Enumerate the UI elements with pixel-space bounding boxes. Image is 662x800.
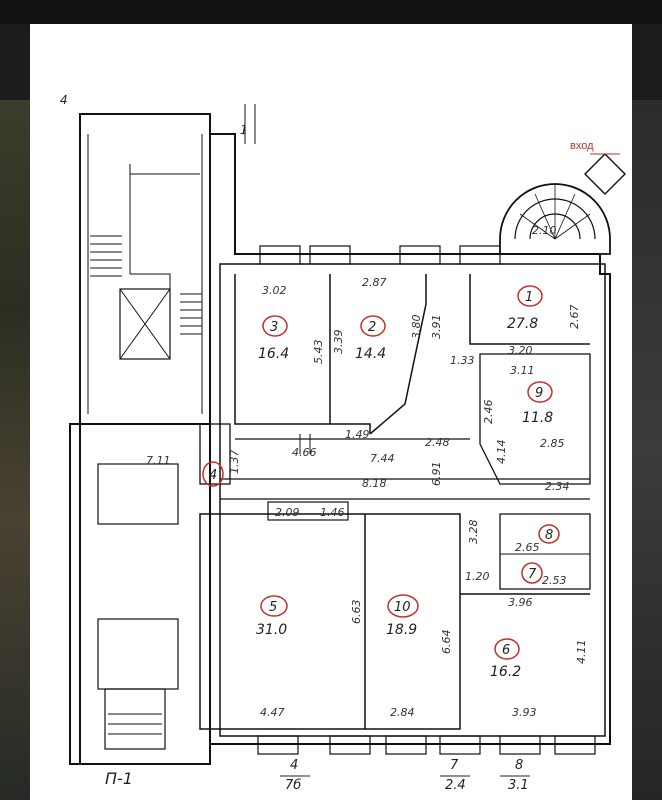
dim-1-46: 1.46 bbox=[320, 506, 345, 519]
dim-2-84: 2.84 bbox=[390, 706, 415, 719]
room-6-circle bbox=[494, 638, 520, 660]
room-3-circle bbox=[262, 315, 288, 337]
dim-7-44: 7.44 bbox=[370, 452, 395, 465]
dim-3-80: 3.80 bbox=[410, 315, 423, 340]
room-1-number: 1 bbox=[525, 290, 533, 305]
dim-5-43: 5.43 bbox=[312, 340, 325, 365]
dim-1-20: 1.20 bbox=[465, 570, 490, 583]
floor-plan-sheet: вход 1 2 3 4 5 6 7 8 9 10 27.8 14.4 16.4… bbox=[30, 24, 632, 800]
dim-3-28: 3.28 bbox=[467, 520, 480, 545]
room-9-area: 11.8 bbox=[522, 410, 553, 426]
dim-6-64: 6.64 bbox=[440, 630, 453, 655]
room-10-circle bbox=[387, 594, 419, 618]
stair-block bbox=[79, 113, 211, 425]
room-4-circle bbox=[202, 461, 224, 487]
dim-1-49: 1.49 bbox=[345, 428, 370, 441]
room-6-number: 6 bbox=[502, 643, 510, 658]
sheet-label: П-1 bbox=[105, 769, 133, 788]
dim-7-11: 7.11 bbox=[146, 454, 171, 467]
room-9-number: 9 bbox=[535, 386, 543, 401]
room-2-circle bbox=[360, 315, 386, 337]
dim-2-09: 2.09 bbox=[275, 506, 300, 519]
dim-2-85: 2.85 bbox=[540, 437, 565, 450]
entrance-label: вход bbox=[570, 140, 594, 152]
dim-3-39: 3.39 bbox=[332, 330, 345, 355]
dim-2-10: 2.10 bbox=[532, 224, 557, 237]
bottom-mark-7-top: 7 bbox=[450, 758, 459, 773]
room-8-circle bbox=[538, 524, 560, 544]
background-left bbox=[0, 100, 30, 800]
top-mark: 4 bbox=[60, 93, 68, 107]
dim-2-53: 2.53 bbox=[542, 574, 567, 587]
background-right bbox=[632, 100, 662, 800]
dim-4-47: 4.47 bbox=[260, 706, 285, 719]
dim-1-37: 1.37 bbox=[228, 450, 241, 475]
dim-6-91: 6.91 bbox=[430, 462, 443, 487]
dim-2-67: 2.67 bbox=[568, 305, 581, 330]
room-5-circle bbox=[260, 595, 288, 617]
bottom-mark-8-top: 8 bbox=[515, 758, 523, 773]
dim-3-93: 3.93 bbox=[512, 706, 537, 719]
room-2-area: 14.4 bbox=[355, 346, 386, 362]
dim-2-46: 2.46 bbox=[482, 400, 495, 425]
dim-2-48: 2.48 bbox=[425, 436, 450, 449]
room-3-area: 16.4 bbox=[258, 346, 289, 362]
room-10-number: 10 bbox=[394, 600, 411, 615]
dim-3-20: 3.20 bbox=[508, 344, 533, 357]
room-2-number: 2 bbox=[368, 320, 376, 335]
room-1-area: 27.8 bbox=[507, 316, 538, 332]
dim-2-34: 2.34 bbox=[545, 480, 570, 493]
dim-4-14: 4.14 bbox=[495, 440, 508, 465]
bottom-mark-7-bottom: 2.4 bbox=[445, 778, 466, 793]
dim-3-02: 3.02 bbox=[262, 284, 287, 297]
dim-3-91: 3.91 bbox=[430, 315, 443, 340]
viewer-top-bar bbox=[0, 0, 662, 24]
room-5-number: 5 bbox=[269, 600, 277, 615]
floor-plan-drawing: вход 1 2 3 4 5 6 7 8 9 10 27.8 14.4 16.4… bbox=[60, 93, 626, 793]
dim-3-11: 3.11 bbox=[510, 364, 535, 377]
dim-1-33: 1.33 bbox=[450, 354, 475, 367]
room-9-circle bbox=[527, 381, 553, 403]
side-mark: 1 bbox=[240, 123, 248, 137]
room-5-area: 31.0 bbox=[256, 622, 287, 638]
bottom-mark-8-bottom: 3.1 bbox=[508, 778, 529, 793]
room-3-number: 3 bbox=[270, 320, 278, 335]
room-7-circle bbox=[521, 562, 543, 584]
bottom-mark-4-top: 4 bbox=[290, 758, 298, 773]
dim-8-18: 8.18 bbox=[362, 477, 387, 490]
dim-3-96: 3.96 bbox=[508, 596, 533, 609]
bottom-mark-4-bottom: 7б bbox=[285, 778, 301, 793]
dim-6-63: 6.63 bbox=[350, 600, 363, 625]
room-10-area: 18.9 bbox=[386, 622, 417, 638]
dim-2-87: 2.87 bbox=[362, 276, 387, 289]
dim-2-65: 2.65 bbox=[515, 541, 540, 554]
dim-4-11: 4.11 bbox=[575, 640, 588, 665]
room-8-number: 8 bbox=[545, 528, 553, 543]
dim-4-66: 4.66 bbox=[292, 446, 317, 459]
dimension-labels: 3.02 2.87 2.67 5.43 3.39 3.80 3.91 1.33 … bbox=[146, 224, 588, 719]
room-6-area: 16.2 bbox=[490, 664, 521, 680]
room-4-number: 4 bbox=[209, 468, 217, 483]
room-7-number: 7 bbox=[528, 567, 537, 582]
room-1-circle bbox=[517, 285, 543, 307]
